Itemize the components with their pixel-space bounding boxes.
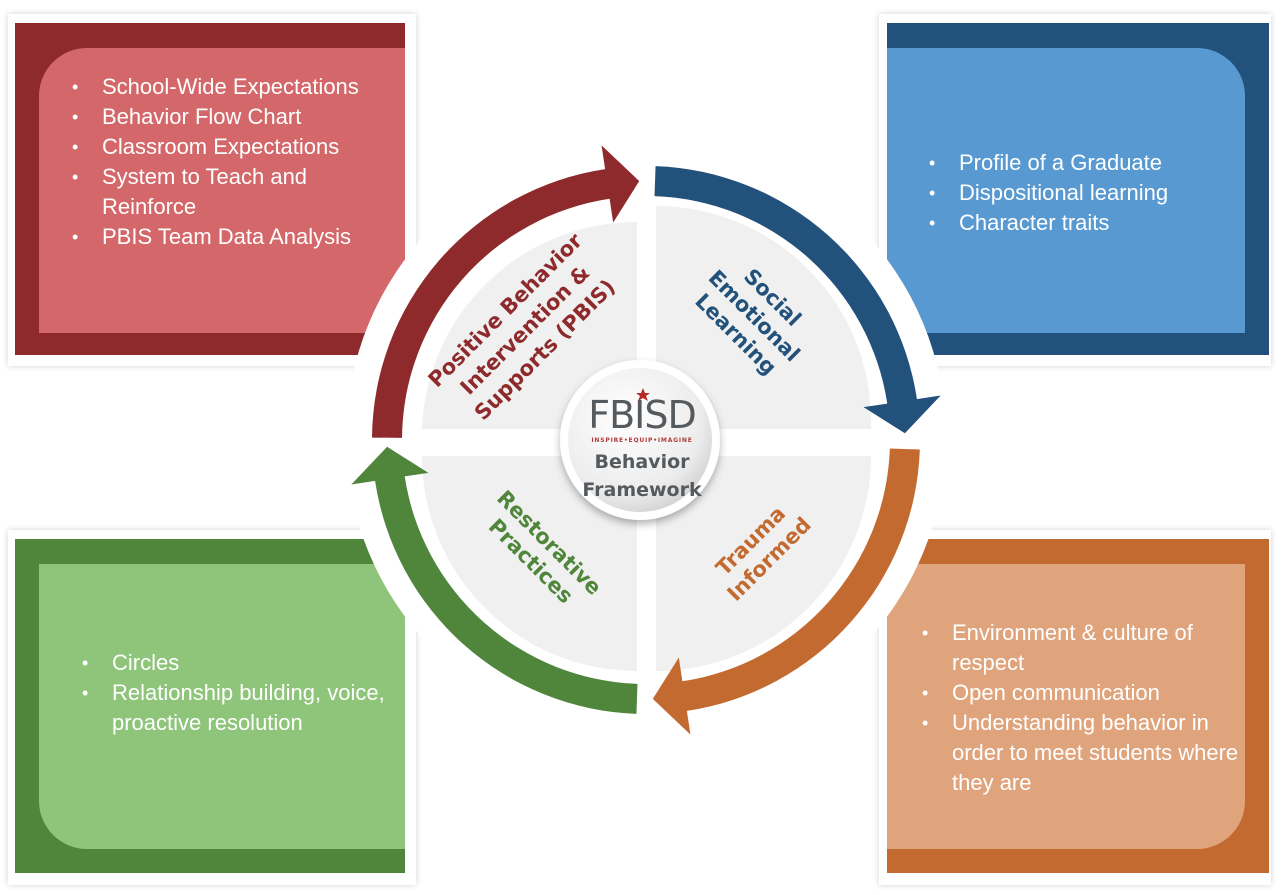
quadrant-group [422, 206, 871, 671]
arrow-group [351, 145, 941, 735]
list-item: Profile of a Graduate [921, 148, 1241, 178]
restorative-card: Circles Relationship building, voice, pr… [8, 530, 416, 885]
fbisd-logo: FBISD [588, 393, 696, 437]
arrow-restorative-to-pbis [351, 446, 638, 714]
list-item: School-Wide Expectations [64, 72, 384, 102]
restorative-list: Circles Relationship building, voice, pr… [74, 648, 394, 738]
hub-face [568, 368, 712, 512]
trauma-card: Environment & culture of respect Open co… [879, 530, 1271, 885]
trauma-list: Environment & culture of respect Open co… [914, 618, 1244, 798]
list-item: Behavior Flow Chart [64, 102, 384, 132]
arrow-trauma-to-restorative [652, 448, 920, 735]
list-item: Understanding behavior in order to meet … [914, 708, 1244, 798]
list-item: System to Teach and Reinforce [64, 162, 384, 222]
center-title-line1: Behavior [594, 451, 690, 473]
arrow-sel-to-trauma [654, 166, 941, 434]
quadrant-trauma [656, 456, 871, 671]
quadrant-restorative [422, 456, 637, 671]
quadrant-sel [656, 206, 871, 429]
pbis-list: School-Wide Expectations Behavior Flow C… [64, 72, 384, 252]
sel-card: Profile of a Graduate Dispositional lear… [879, 14, 1271, 366]
list-item: Dispositional learning [921, 178, 1241, 208]
sel-list: Profile of a Graduate Dispositional lear… [921, 148, 1241, 238]
star-icon [636, 388, 650, 401]
list-item: Relationship building, voice, proactive … [74, 678, 394, 738]
list-item: PBIS Team Data Analysis [64, 222, 384, 252]
center-title-line2: Framework [582, 479, 702, 501]
logo-tagline: INSPIRE•EQUIP•IMAGINE [591, 437, 692, 444]
list-item: Open communication [914, 678, 1244, 708]
list-item: Circles [74, 648, 394, 678]
list-item: Character traits [921, 208, 1241, 238]
quadrant-pbis [422, 221, 637, 429]
list-item: Environment & culture of respect [914, 618, 1244, 678]
center-hub: FBISD INSPIRE•EQUIP•IMAGINE Behavior Fra… [560, 360, 720, 520]
list-item: Classroom Expectations [64, 132, 384, 162]
arrow-pbis-to-sel [372, 145, 640, 438]
pbis-card: School-Wide Expectations Behavior Flow C… [8, 14, 416, 366]
